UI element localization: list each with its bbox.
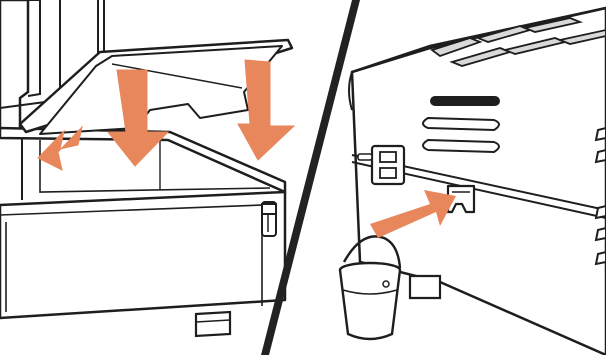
foot bbox=[408, 274, 442, 300]
hook-icon bbox=[446, 184, 476, 214]
bucket-icon bbox=[338, 235, 402, 341]
arrow-right-down bbox=[237, 59, 296, 161]
arrow-left-down bbox=[37, 125, 83, 171]
latch-icon bbox=[357, 144, 406, 186]
cooler-icon bbox=[348, 6, 606, 355]
panel-divider bbox=[261, 0, 360, 355]
lid-icon bbox=[18, 38, 294, 135]
arrow-icon bbox=[37, 59, 296, 171]
left-panel-lid-closing bbox=[0, 0, 296, 338]
arrow-center-down bbox=[106, 69, 170, 167]
front-slots bbox=[422, 96, 500, 154]
right-panel-drain-bucket bbox=[338, 6, 606, 355]
latch-icon bbox=[261, 201, 277, 237]
vent-slots bbox=[430, 17, 606, 67]
arrow-icon bbox=[370, 190, 456, 238]
side-slots bbox=[594, 126, 606, 266]
